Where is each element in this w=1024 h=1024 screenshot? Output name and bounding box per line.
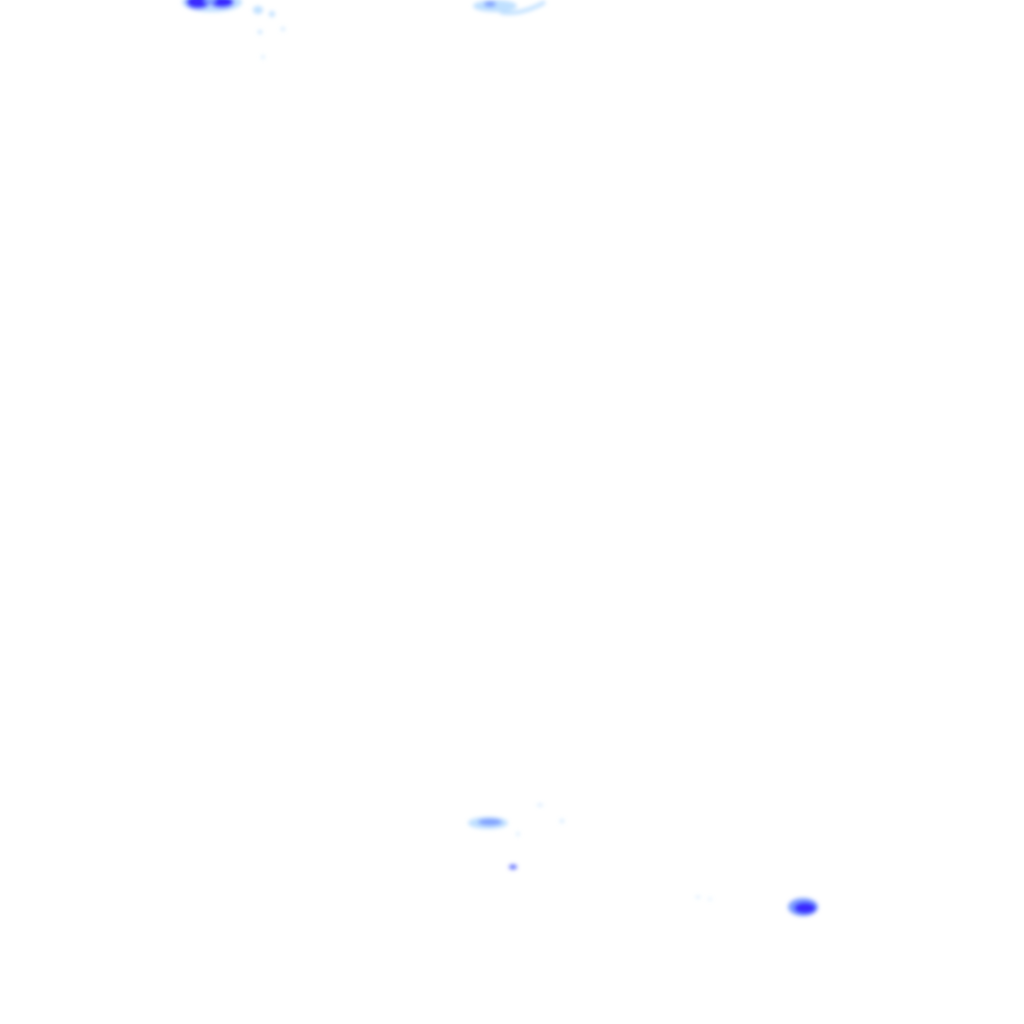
precip-cell-bottom-right [696, 896, 818, 916]
precip-band-top-center [473, 0, 546, 15]
precip-speckles-top-left [253, 6, 285, 59]
precip-cell-bottom-center [468, 804, 564, 870]
precip-cell-top-left [182, 0, 242, 12]
